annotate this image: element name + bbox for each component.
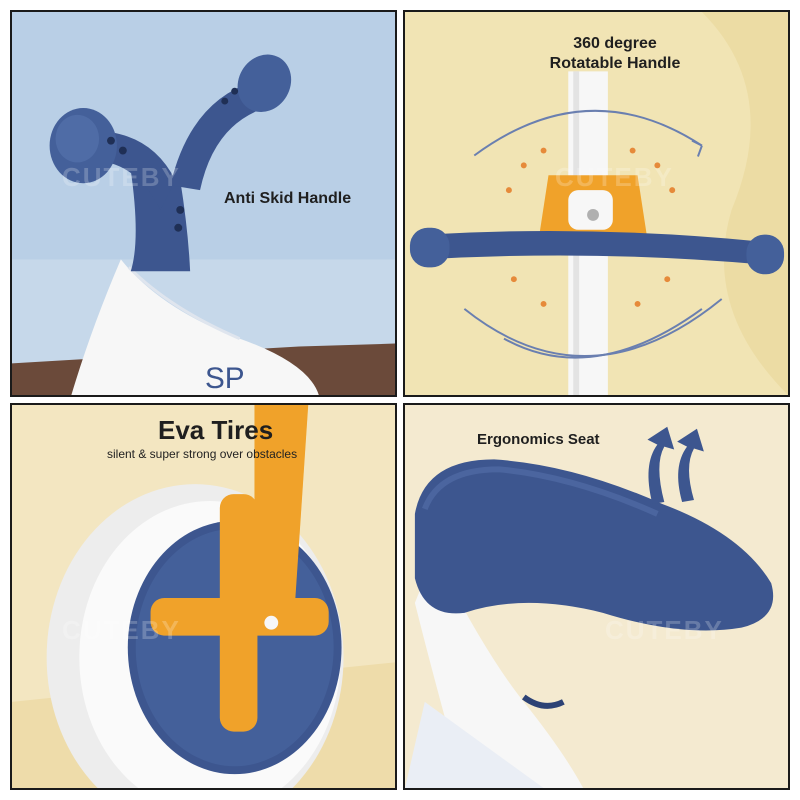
watermark: CUTEBY: [62, 162, 181, 192]
watermark: CUTEBY: [62, 615, 181, 645]
panel-ergonomics-seat: CUTEBY Ergonomics Seat: [403, 403, 790, 790]
handle-illustration: SP: [12, 12, 395, 395]
eva-tire-illustration: [12, 405, 395, 788]
up-arrows-icon: [647, 426, 704, 504]
eva-tires-title: Eva Tires: [158, 415, 274, 445]
rotatable-handle-illustration: [405, 12, 788, 395]
rotation-arrows-icon: [463, 109, 723, 359]
panel-anti-skid-handle: SP CUTEBY Anti Skid Handle: [10, 10, 397, 397]
ergonomics-seat-label: Ergonomics Seat: [477, 431, 600, 448]
watermark: CUTEBY: [555, 162, 674, 192]
seat-illustration: [405, 405, 788, 788]
panel-eva-tires: CUTEBY Eva Tires silent & super strong o…: [10, 403, 397, 790]
frame-text: SP: [205, 362, 245, 395]
rotatable-label-line2: Rotatable Handle: [549, 55, 681, 72]
eva-tires-subtitle: silent & super strong over obstacles: [107, 447, 298, 461]
watermark: CUTEBY: [605, 615, 724, 645]
rotatable-label-line1: 360 degree: [573, 35, 657, 52]
anti-skid-handle-label: Anti Skid Handle: [224, 190, 352, 207]
rotatable-handle-label: 360 degree Rotatable Handle: [525, 34, 705, 74]
panel-rotatable-handle: CUTEBY 360 degree Rotatable Handle: [403, 10, 790, 397]
